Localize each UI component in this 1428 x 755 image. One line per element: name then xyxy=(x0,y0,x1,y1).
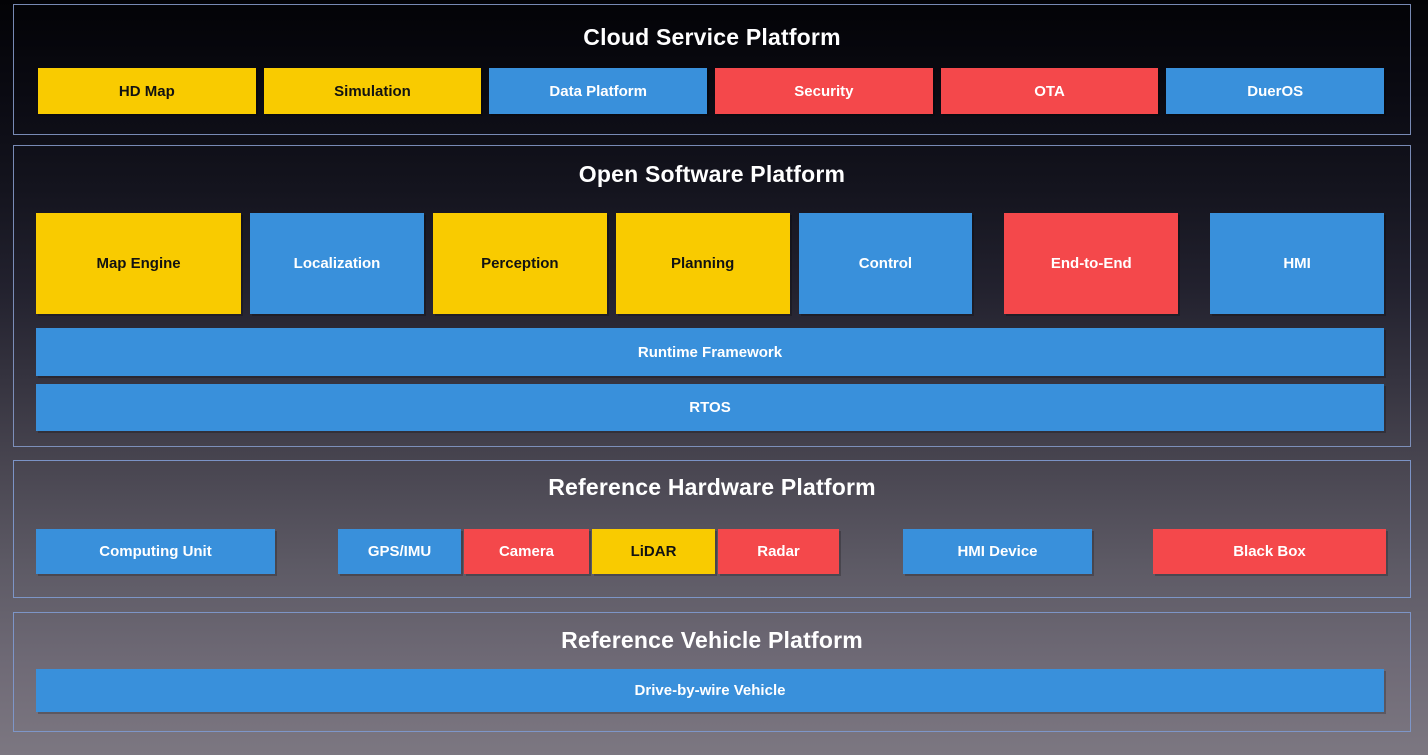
box-map-engine: Map Engine xyxy=(36,213,242,314)
reference-hardware-platform-title: Reference Hardware Platform xyxy=(548,474,876,500)
box-gps-imu: GPS/IMU xyxy=(338,529,461,574)
bar-rtos: RTOS xyxy=(36,384,1384,431)
cloud-services-row: HD Map Simulation Data Platform Security… xyxy=(38,68,1385,114)
bar-drive-by-wire-vehicle: Drive-by-wire Vehicle xyxy=(36,669,1384,712)
box-simulation: Simulation xyxy=(263,68,482,114)
software-modules-row: Map Engine Localization Perception Plann… xyxy=(36,213,1384,314)
box-planning: Planning xyxy=(615,213,790,314)
box-end-to-end: End-to-End xyxy=(1004,213,1179,314)
open-software-platform-panel: Open Software Platform Map Engine Locali… xyxy=(13,145,1411,447)
open-software-platform-title: Open Software Platform xyxy=(578,161,846,187)
cloud-service-platform-title: Cloud Service Platform xyxy=(583,24,841,50)
box-lidar: LiDAR xyxy=(592,529,715,574)
box-hmi: HMI xyxy=(1210,213,1384,314)
box-security: Security xyxy=(715,68,933,114)
reference-vehicle-platform-panel: Reference Vehicle Platform Drive-by-wire… xyxy=(13,612,1411,732)
box-localization: Localization xyxy=(250,213,424,314)
box-computing-unit: Computing Unit xyxy=(36,529,275,574)
box-control: Control xyxy=(798,213,973,314)
reference-hardware-platform-panel: Reference Hardware Platform Computing Un… xyxy=(13,460,1411,598)
box-black-box: Black Box xyxy=(1153,529,1386,574)
box-hmi-device: HMI Device xyxy=(903,529,1092,574)
box-radar: Radar xyxy=(718,529,839,574)
box-perception: Perception xyxy=(432,213,607,314)
hardware-row: Computing Unit GPS/IMU Camera LiDAR Rada… xyxy=(36,529,1386,574)
box-dueros: DuerOS xyxy=(1166,68,1385,114)
box-ota: OTA xyxy=(940,68,1159,114)
box-camera: Camera xyxy=(464,529,589,574)
box-data-platform: Data Platform xyxy=(489,68,708,114)
cloud-service-platform-panel: Cloud Service Platform HD Map Simulation… xyxy=(13,4,1411,135)
reference-vehicle-platform-title: Reference Vehicle Platform xyxy=(561,627,863,653)
box-hd-map: HD Map xyxy=(38,68,256,114)
bar-runtime-framework: Runtime Framework xyxy=(36,328,1384,376)
